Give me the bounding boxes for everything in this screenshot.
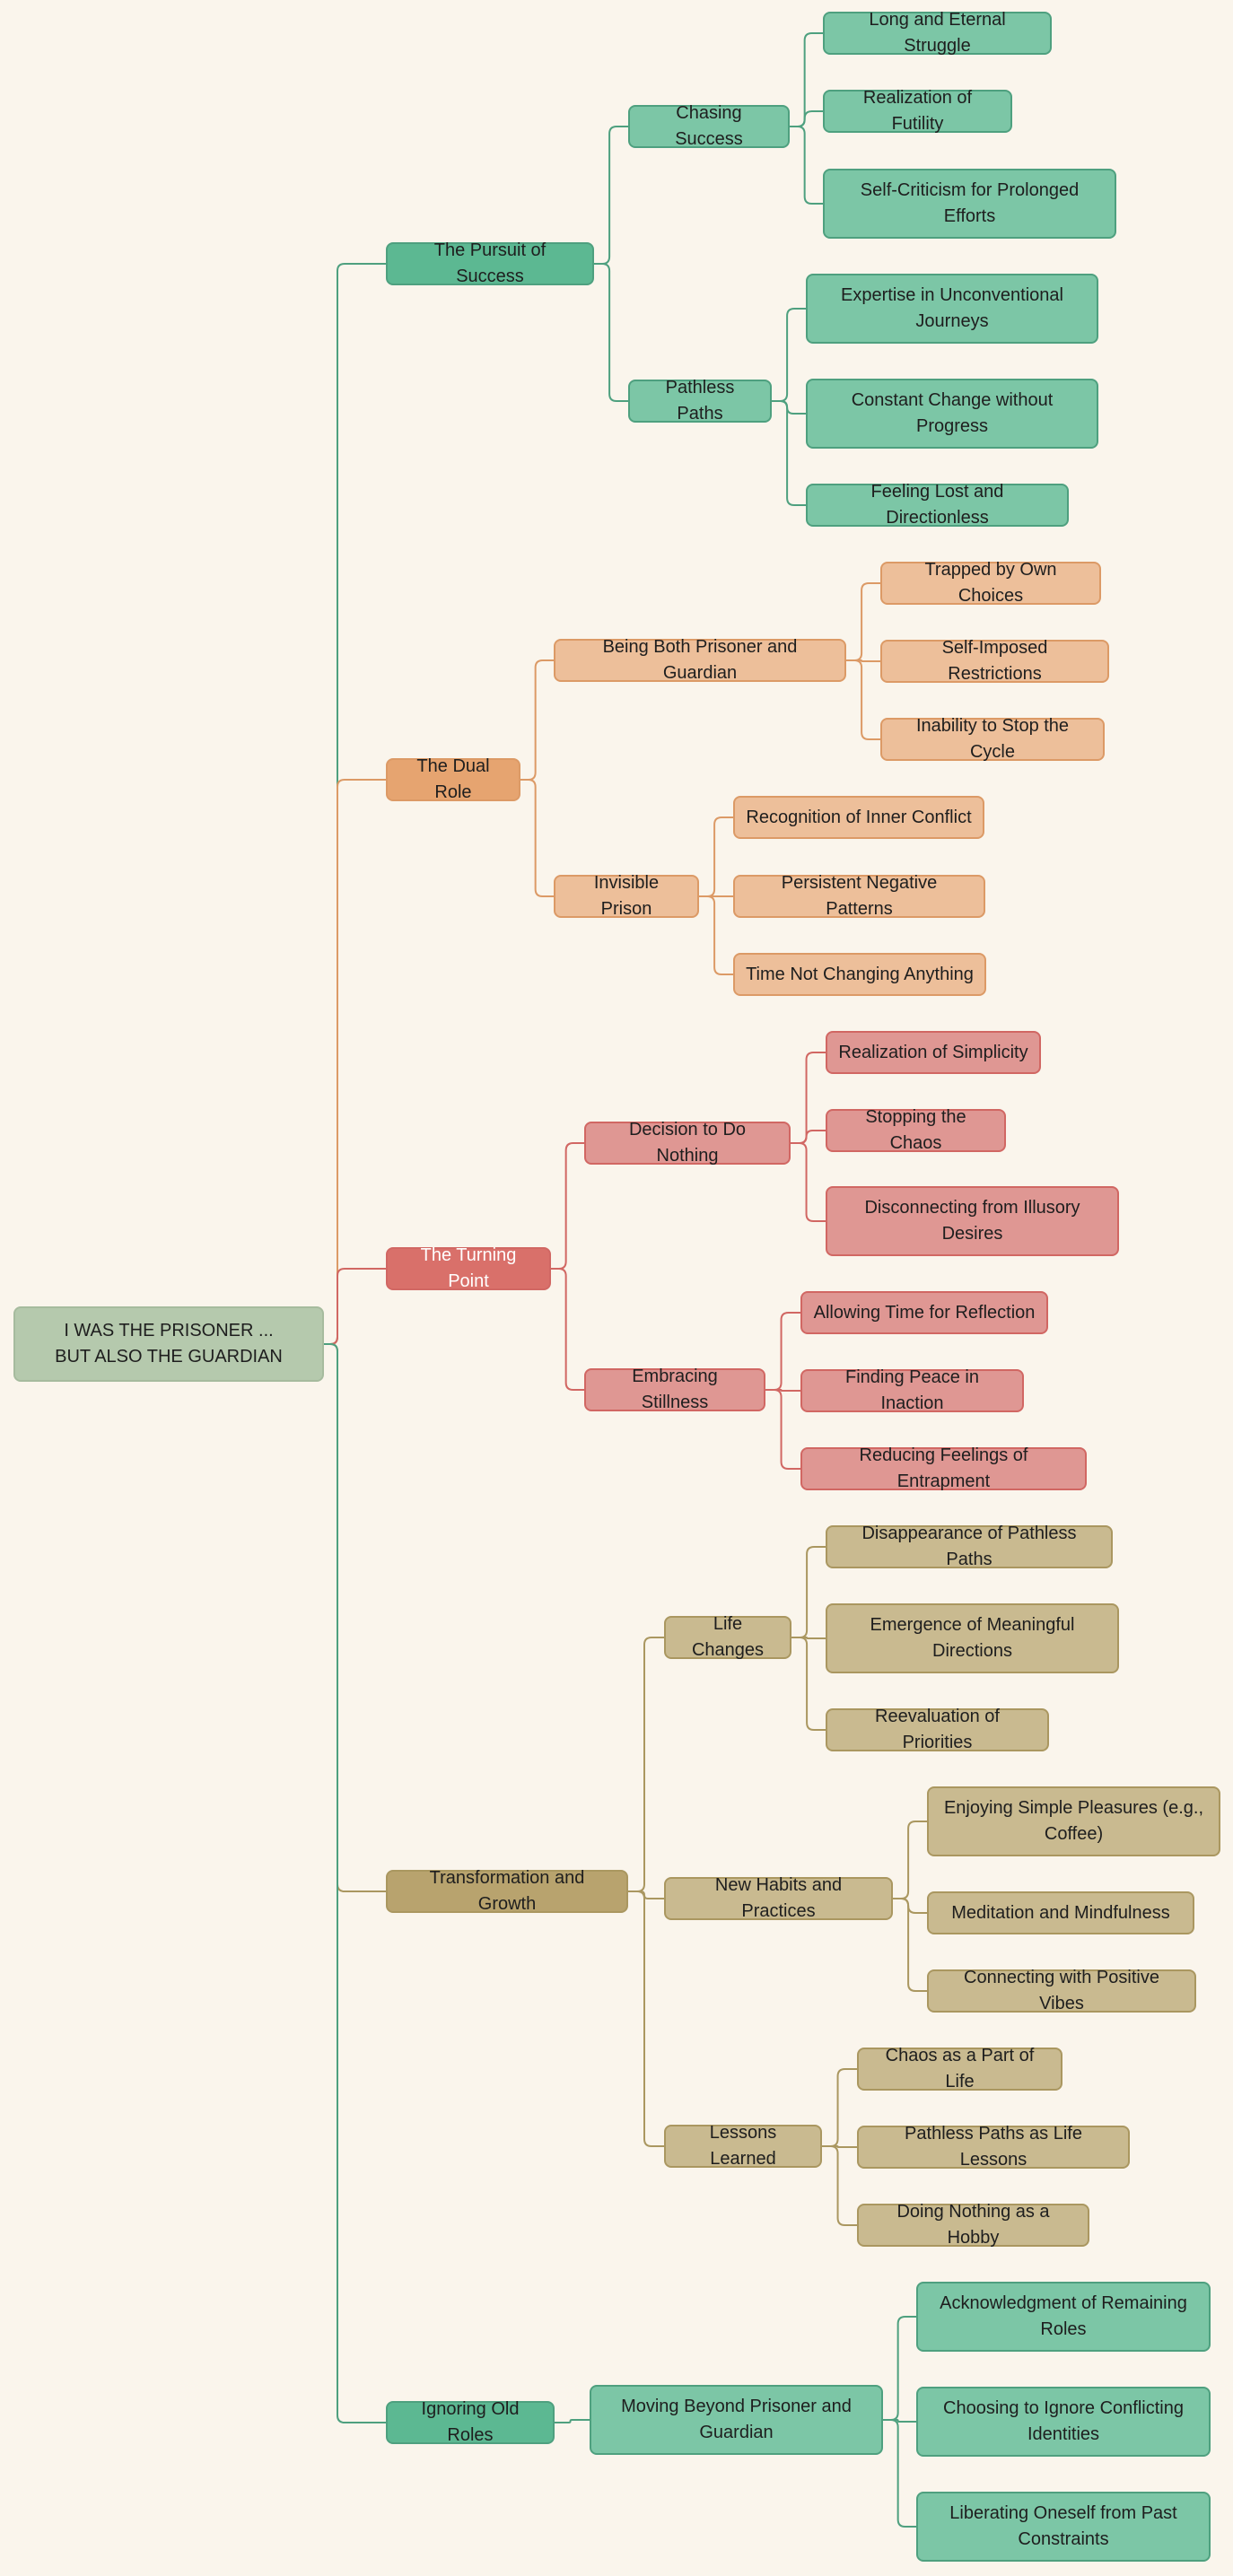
root-branch-connector (324, 779, 386, 1345)
leaf-node[interactable]: Pathless Paths as Life Lessons (857, 2124, 1130, 2170)
branch-subtopic-connector (628, 1891, 664, 1899)
leaf-node[interactable]: Persistent Negative Patterns (733, 873, 985, 919)
branch-subtopic-connector (594, 263, 628, 402)
branch-node[interactable]: Ignoring Old Roles (386, 2399, 555, 2445)
subtopic-node[interactable]: Life Changes (664, 1614, 791, 1660)
leaf-node[interactable]: Realization of Simplicity (826, 1031, 1041, 1074)
subtopic-leaf-connector (765, 1312, 800, 1391)
leaf-node[interactable]: Doing Nothing as a Hobby (857, 2202, 1089, 2248)
leaf-node[interactable]: Time Not Changing Anything (733, 953, 986, 996)
branch-node[interactable]: The Pursuit of Success (386, 240, 594, 286)
root-node[interactable]: I WAS THE PRISONER ... BUT ALSO THE GUAR… (13, 1306, 324, 1382)
leaf-node[interactable]: Emergence of Meaningful Directions (826, 1603, 1119, 1673)
branch-node[interactable]: The Dual Role (386, 756, 520, 802)
subtopic-node[interactable]: Embracing Stillness (584, 1367, 765, 1412)
subtopic-leaf-connector (846, 659, 880, 740)
leaf-node[interactable]: Liberating Oneself from Past Constraints (916, 2492, 1211, 2562)
leaf-node[interactable]: Enjoying Simple Pleasures (e.g., Coffee) (927, 1786, 1220, 1856)
leaf-node[interactable]: Meditation and Mindfulness (927, 1891, 1194, 1934)
leaf-node[interactable]: Stopping the Chaos (826, 1107, 1006, 1153)
leaf-node[interactable]: Reevaluation of Priorities (826, 1707, 1049, 1752)
leaf-node[interactable]: Constant Change without Progress (806, 379, 1098, 449)
subtopic-leaf-connector (765, 1389, 800, 1392)
leaf-node[interactable]: Inability to Stop the Cycle (880, 716, 1105, 762)
subtopic-leaf-connector (791, 1130, 826, 1144)
subtopic-leaf-connector (822, 2145, 857, 2226)
branch-subtopic-connector (551, 1142, 584, 1270)
subtopic-leaf-connector (790, 110, 823, 127)
subtopic-leaf-connector (699, 816, 733, 897)
branch-subtopic-connector (555, 2419, 590, 2423)
leaf-node[interactable]: Chaos as a Part of Life (857, 2046, 1062, 2091)
root-branch-connector (324, 1268, 386, 1345)
subtopic-leaf-connector (791, 1546, 826, 1638)
leaf-node[interactable]: Self-Criticism for Prolonged Efforts (823, 169, 1116, 239)
subtopic-leaf-connector (893, 1898, 927, 1914)
branch-node[interactable]: The Turning Point (386, 1245, 551, 1291)
subtopic-node[interactable]: Lessons Learned (664, 2123, 822, 2169)
subtopic-node[interactable]: Decision to Do Nothing (584, 1120, 791, 1166)
subtopic-leaf-connector (791, 1052, 826, 1144)
leaf-node[interactable]: Reducing Feelings of Entrapment (800, 1445, 1087, 1491)
subtopic-node[interactable]: Being Both Prisoner and Guardian (554, 637, 846, 683)
subtopic-leaf-connector (699, 895, 733, 975)
subtopic-leaf-connector (883, 2419, 916, 2528)
subtopic-leaf-connector (772, 308, 806, 402)
subtopic-node[interactable]: Invisible Prison (554, 873, 699, 919)
root-branch-connector (324, 263, 386, 1345)
leaf-node[interactable]: Feeling Lost and Directionless (806, 482, 1069, 528)
branch-subtopic-connector (551, 1268, 584, 1391)
subtopic-leaf-connector (822, 2068, 857, 2147)
leaf-node[interactable]: Connecting with Positive Vibes (927, 1968, 1196, 2013)
branch-subtopic-connector (628, 1637, 664, 1892)
subtopic-leaf-connector (883, 2419, 916, 2423)
subtopic-leaf-connector (791, 1637, 826, 1639)
leaf-node[interactable]: Trapped by Own Choices (880, 560, 1101, 606)
leaf-node[interactable]: Allowing Time for Reflection (800, 1291, 1048, 1334)
subtopic-leaf-connector (846, 582, 880, 661)
branch-subtopic-connector (520, 779, 554, 897)
leaf-node[interactable]: Disconnecting from Illusory Desires (826, 1186, 1119, 1256)
leaf-node[interactable]: Choosing to Ignore Conflicting Identitie… (916, 2387, 1211, 2457)
leaf-node[interactable]: Realization of Futility (823, 88, 1012, 134)
leaf-node[interactable]: Acknowledgment of Remaining Roles (916, 2282, 1211, 2352)
subtopic-node[interactable]: Pathless Paths (628, 378, 772, 424)
branch-subtopic-connector (520, 659, 554, 781)
subtopic-leaf-connector (765, 1389, 800, 1470)
branch-subtopic-connector (594, 126, 628, 265)
subtopic-leaf-connector (791, 1142, 826, 1222)
subtopic-node[interactable]: Chasing Success (628, 103, 790, 149)
subtopic-leaf-connector (772, 400, 806, 506)
branch-subtopic-connector (628, 1891, 664, 2147)
leaf-node[interactable]: Recognition of Inner Conflict (733, 796, 984, 839)
branch-node[interactable]: Transformation and Growth (386, 1868, 628, 1914)
subtopic-leaf-connector (790, 126, 823, 205)
root-branch-connector (324, 1343, 386, 2423)
subtopic-leaf-connector (893, 1898, 927, 1992)
subtopic-leaf-connector (772, 400, 806, 415)
subtopic-leaf-connector (883, 2316, 916, 2421)
leaf-node[interactable]: Disappearance of Pathless Paths (826, 1524, 1113, 1569)
subtopic-leaf-connector (893, 1821, 927, 1899)
leaf-node[interactable]: Finding Peace in Inaction (800, 1367, 1024, 1413)
subtopic-node[interactable]: Moving Beyond Prisoner and Guardian (590, 2385, 883, 2455)
leaf-node[interactable]: Expertise in Unconventional Journeys (806, 274, 1098, 344)
subtopic-leaf-connector (791, 1637, 826, 1731)
subtopic-leaf-connector (846, 659, 880, 662)
subtopic-leaf-connector (822, 2145, 857, 2148)
root-branch-connector (324, 1343, 386, 1892)
subtopic-node[interactable]: New Habits and Practices (664, 1875, 893, 1921)
leaf-node[interactable]: Self-Imposed Restrictions (880, 638, 1109, 684)
leaf-node[interactable]: Long and Eternal Struggle (823, 10, 1052, 56)
